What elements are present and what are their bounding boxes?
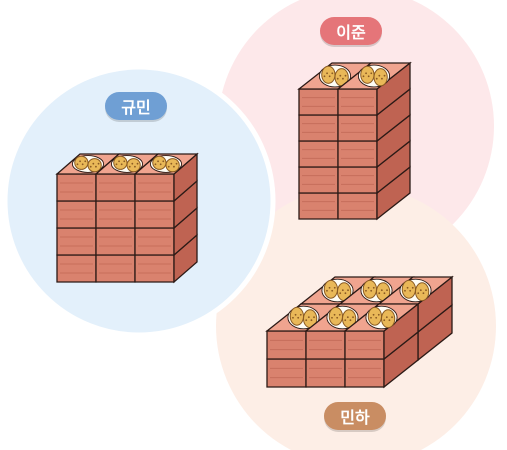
box-stack-top-right: [297, 61, 412, 221]
sandwich-box: [298, 140, 339, 168]
sandwich-box: [265, 303, 342, 360]
sandwich-box: [305, 358, 346, 388]
sandwich-box: [95, 200, 136, 229]
label-left-tag: 규민: [105, 92, 167, 120]
label-bottom-right-tag: 민하: [324, 402, 386, 430]
sandwich-box: [298, 166, 339, 194]
sandwich-box: [336, 61, 412, 117]
sandwich-box: [337, 87, 411, 143]
sandwich-box: [56, 227, 97, 256]
sandwich-window: [343, 303, 420, 332]
sandwich-window: [265, 303, 342, 332]
sandwich-box: [297, 62, 373, 116]
sandwich-box: [56, 254, 97, 283]
box-stack-left: [55, 152, 199, 284]
sandwich-box: [133, 152, 199, 203]
sandwich-box: [55, 153, 121, 202]
sandwich-box: [94, 153, 160, 202]
sandwich-window: [336, 62, 412, 90]
sandwich-box: [298, 192, 339, 220]
sandwich-window: [55, 153, 121, 175]
sandwich-box: [337, 165, 411, 221]
sandwich-window: [304, 303, 381, 332]
sandwich-box: [298, 114, 339, 142]
sandwich-box: [56, 200, 97, 229]
sandwich-box: [95, 227, 136, 256]
sandwich-box: [344, 330, 419, 389]
sandwich-window: [299, 276, 376, 305]
sandwich-window: [133, 153, 199, 175]
sandwich-box: [304, 303, 381, 360]
label-top-right-tag: 이준: [320, 17, 382, 45]
box-stack-bottom-right: [265, 275, 454, 389]
sandwich-box: [134, 233, 198, 284]
sandwich-window: [94, 153, 160, 175]
sandwich-box: [95, 254, 136, 283]
sandwich-box: [266, 358, 307, 388]
sandwich-box: [343, 302, 420, 361]
sandwich-box: [337, 139, 411, 195]
